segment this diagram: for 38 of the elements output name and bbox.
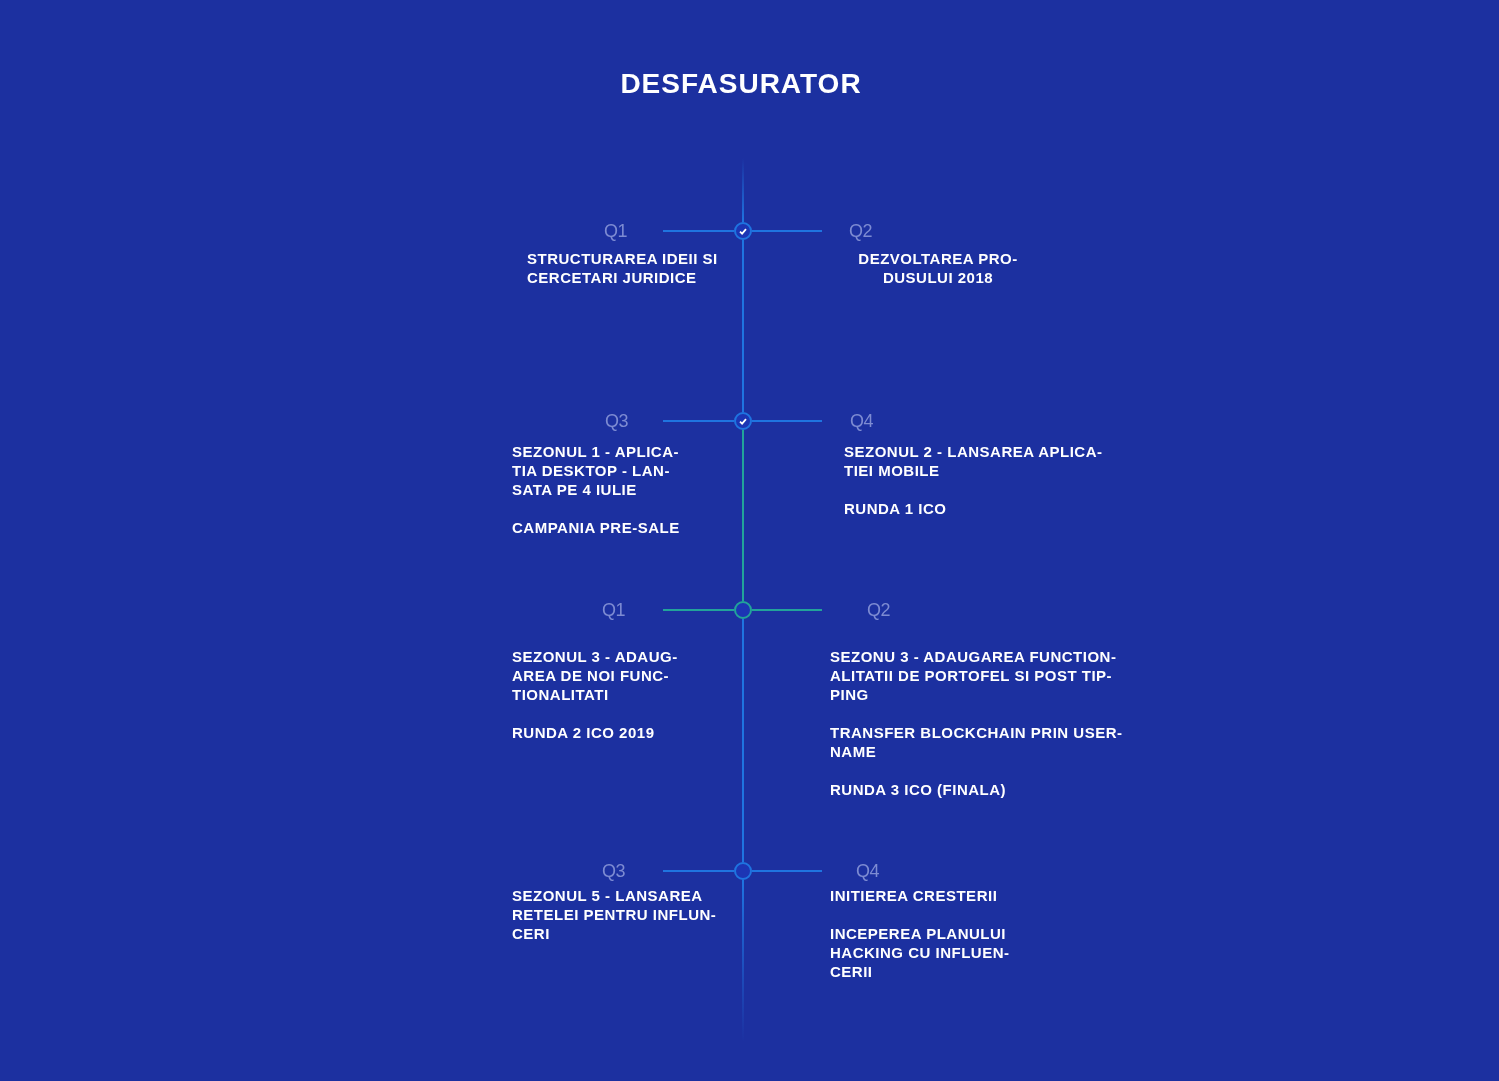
milestone-description: CAMPANIA PRE-SALE [512,518,681,537]
title: DESFASURATOR [619,68,863,100]
milestone-description: RUNDA 1 ICO [844,499,948,518]
quarter-label: Q1 [604,220,627,242]
milestone-description: SEZONUL 5 - LANSAREA RETELEI PENTRU INFLUN- CERI [512,886,718,943]
quarter-label: Q4 [850,410,873,432]
milestone-description: RUNDA 2 ICO 2019 [512,723,656,742]
milestone-description: INITIEREA CRESTERII [830,886,999,905]
quarter-label: Q2 [849,220,872,242]
milestone-circle [734,412,752,430]
milestone-description: RUNDA 3 ICO (FINALA) [830,780,1008,799]
timeline-line [742,429,744,602]
milestone-circle [734,601,752,619]
quarter-label: Q2 [867,599,890,621]
milestone-description: TRANSFER BLOCKCHAIN PRIN USER- NAME [830,723,1124,761]
quarter-label: Q1 [602,599,625,621]
milestone-description: DEZVOLTAREA PRO- DUSULUI 2018 [857,249,1019,287]
timeline-line [662,870,735,872]
quarter-label: Q3 [602,860,625,882]
timeline-line [662,230,735,232]
milestone-description: SEZONUL 3 - ADAUG- AREA DE NOI FUNC- TIONALITATI [512,647,679,704]
milestone-circle [734,862,752,880]
milestone-description: SEZONUL 2 - LANSAREA APLICA- TIEI MOBILE [844,442,1104,480]
timeline-line [751,609,823,611]
quarter-label: Q4 [856,860,879,882]
timeline-line [751,230,823,232]
quarter-label: Q3 [605,410,628,432]
timeline-line [662,420,735,422]
milestone-description: INCEPEREA PLANULUI HACKING CU INFLUEN- CERII [830,924,1011,981]
milestone-description: SEZONUL 1 - APLICA- TIA DESKTOP - LAN- SATA PE 4 IULIE [512,442,680,499]
milestone-description: STRUCTURAREA IDEII SI CERCETARI JURIDICE [527,249,719,287]
timeline-line [742,618,744,863]
timeline-line [751,420,823,422]
timeline-line [662,609,735,611]
milestone-circle [734,222,752,240]
timeline-line [751,870,823,872]
timeline-line [742,239,744,413]
milestone-description: SEZONU 3 - ADAUGAREA FUNCTION- ALITATII DE PORTOFEL SI POST TIP- PING [830,647,1118,704]
